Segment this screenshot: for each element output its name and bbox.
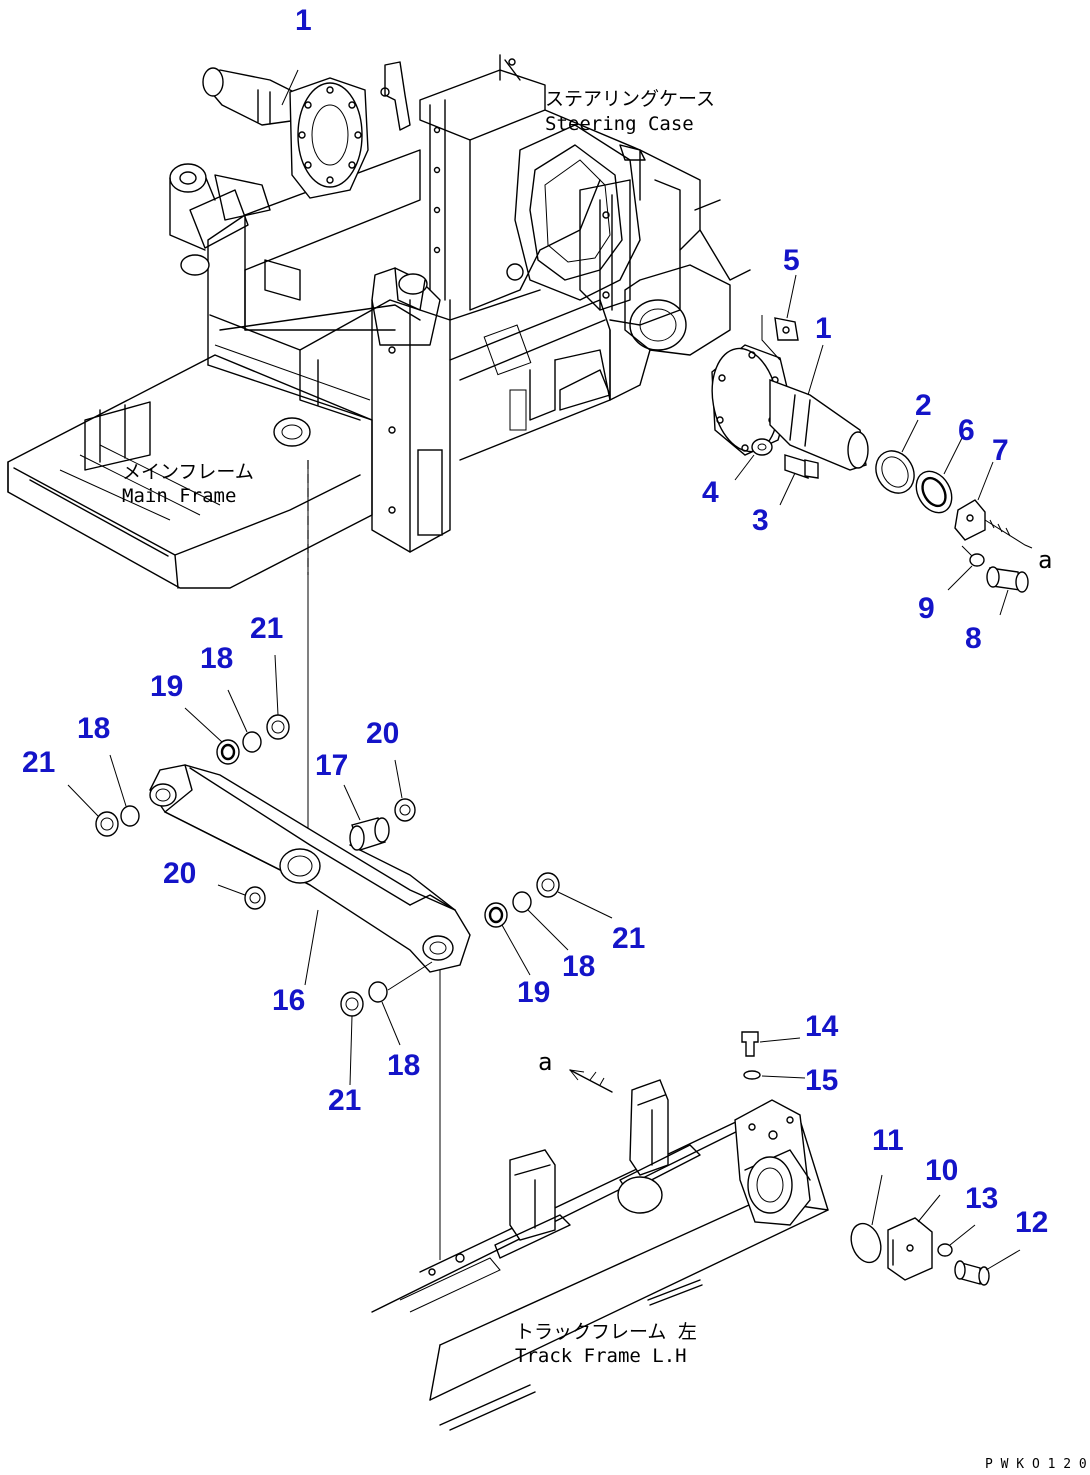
part-9	[947, 545, 985, 591]
part-18-left	[109, 754, 140, 827]
callout-2: 2	[915, 389, 932, 422]
callout-18-lower: 18	[387, 1049, 420, 1082]
callout-19-upper: 19	[150, 670, 183, 703]
track-frame	[371, 1079, 829, 1431]
callout-4: 4	[702, 476, 719, 509]
callouts: 1 1 2 3 4 5 6 7 8 9 10 11 12 13 14 15 16…	[22, 4, 1048, 1239]
part-3	[779, 454, 819, 506]
part-4	[734, 438, 773, 481]
label-steering-case-en: Steering Case	[545, 113, 694, 135]
part-21-lower	[340, 991, 364, 1086]
callout-21-right: 21	[612, 922, 645, 955]
callout-21-left: 21	[22, 746, 55, 779]
ref-a-upper: a	[1038, 546, 1052, 574]
callout-20-upper: 20	[366, 717, 399, 750]
part-2	[875, 419, 919, 494]
label-main-frame-en: Main Frame	[122, 485, 236, 507]
label-main-frame-jp: メインフレーム	[122, 461, 254, 483]
part-14	[741, 1031, 801, 1057]
part-5	[761, 274, 799, 361]
part-21-upper	[266, 654, 290, 740]
callout-8: 8	[965, 622, 982, 655]
callout-16: 16	[272, 984, 305, 1017]
part-7	[954, 461, 1033, 549]
part-21-right	[536, 872, 613, 919]
callout-11: 11	[872, 1124, 904, 1157]
part-19-right	[484, 902, 531, 976]
callout-18-left: 18	[77, 712, 110, 745]
callout-9: 9	[918, 592, 935, 625]
part-18-lower	[368, 961, 433, 1046]
part-19-upper	[184, 707, 240, 765]
main-frame	[7, 54, 751, 589]
part-10	[887, 1194, 941, 1281]
ref-arrow-a-track	[569, 1069, 613, 1093]
callout-15: 15	[805, 1064, 838, 1097]
drawing-code: P W K O 1 2 0	[985, 1457, 1087, 1472]
part-21-left	[67, 784, 119, 837]
part-18-upper	[227, 689, 262, 753]
label-track-frame-jp: トラックフレーム 左	[515, 1321, 697, 1343]
part-8	[986, 566, 1029, 616]
callout-19-right: 19	[517, 976, 550, 1009]
callout-7: 7	[992, 434, 1009, 467]
ref-a-lower: a	[538, 1048, 552, 1076]
part-15	[743, 1070, 806, 1080]
part-18-right	[512, 891, 569, 951]
callout-17: 17	[315, 749, 348, 782]
callout-12: 12	[1015, 1206, 1048, 1239]
part-17	[343, 784, 390, 851]
callout-5: 5	[783, 244, 800, 277]
callout-3: 3	[752, 504, 769, 537]
part-20-upper	[394, 759, 416, 822]
callout-21-upper: 21	[250, 612, 283, 645]
part-13	[937, 1224, 976, 1257]
callout-21-lower: 21	[328, 1084, 361, 1117]
part-11	[850, 1174, 883, 1264]
part-12	[954, 1249, 1021, 1286]
callout-10: 10	[925, 1154, 958, 1187]
part-1-spindle-right	[711, 344, 869, 471]
callout-20-lower: 20	[163, 857, 196, 890]
callout-14: 14	[805, 1010, 839, 1043]
callout-18-right: 18	[562, 950, 595, 983]
labels: ステアリングケース Steering Case メインフレーム Main Fra…	[122, 88, 1087, 1472]
callout-1-right: 1	[815, 312, 832, 345]
part-20-lower	[217, 884, 266, 910]
part-6	[915, 437, 963, 514]
callout-18-upper: 18	[200, 642, 233, 675]
callout-1-upper: 1	[295, 4, 312, 37]
part-1-spindle-upper	[202, 67, 369, 199]
callout-6: 6	[958, 414, 975, 447]
callout-13: 13	[965, 1182, 998, 1215]
label-steering-case-jp: ステアリングケース	[545, 88, 715, 110]
part-16-equalizer-bar	[149, 764, 471, 986]
label-track-frame-en: Track Frame L.H	[515, 1345, 687, 1367]
